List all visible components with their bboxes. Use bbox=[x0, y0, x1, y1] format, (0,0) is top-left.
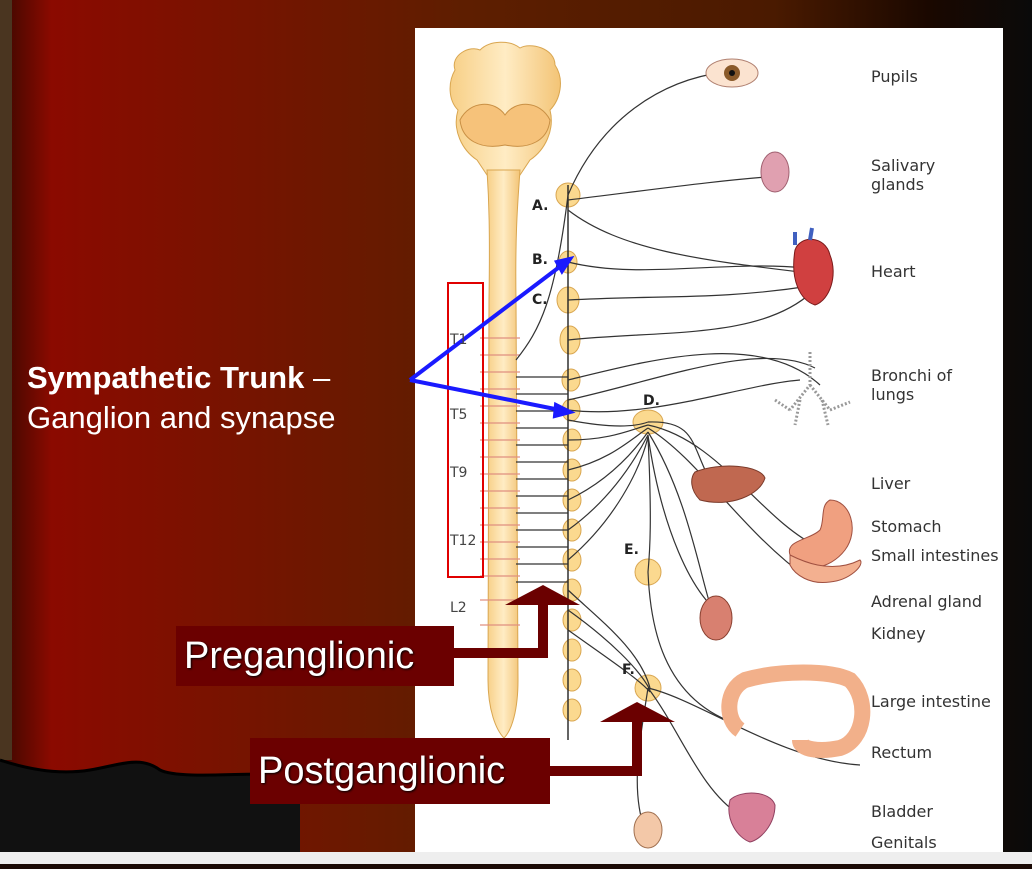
organ-label-liver: Liver bbox=[871, 474, 911, 493]
trunk-title-bold: Sympathetic Trunk bbox=[27, 360, 305, 395]
organ-label-bronchi: Bronchi of lungs bbox=[871, 366, 953, 404]
small-intestine bbox=[789, 554, 862, 584]
ganglion-label-a: A. bbox=[532, 198, 549, 214]
segment-label-t5: T5 bbox=[450, 407, 468, 423]
large-intestine bbox=[721, 664, 871, 758]
organ-label-genitals: Genitals bbox=[871, 833, 937, 852]
organ-label-salivary: Salivary glands bbox=[871, 156, 936, 194]
organ-label-large-intestine: Large intestine bbox=[871, 692, 991, 711]
segment-label-t1: T1 bbox=[450, 332, 468, 348]
brain-stem bbox=[449, 41, 561, 176]
stomach bbox=[788, 499, 853, 569]
sympathetic-chain bbox=[555, 182, 664, 740]
organ-illustrations bbox=[633, 58, 871, 849]
organ-label-pupils: Pupils bbox=[871, 67, 918, 86]
organ-label-adrenal: Adrenal gland bbox=[871, 592, 983, 611]
bottom-bar bbox=[0, 852, 1032, 864]
organ-label-bladder: Bladder bbox=[871, 802, 933, 821]
postganglionic-callout: Postganglionic bbox=[250, 738, 550, 804]
sympathetic-trunk-title: Sympathetic Trunk – Ganglion and synapse bbox=[27, 358, 336, 438]
ganglion-label-f: F. bbox=[622, 662, 635, 678]
liver bbox=[691, 465, 766, 503]
genitals bbox=[633, 811, 663, 849]
preganglionic-callout: Preganglionic bbox=[176, 626, 454, 686]
bladder bbox=[728, 792, 776, 843]
heart bbox=[793, 227, 834, 306]
blue-arrows bbox=[408, 255, 576, 419]
organ-label-rectum: Rectum bbox=[871, 743, 933, 762]
kidney bbox=[699, 595, 733, 641]
ganglion-label-e: E. bbox=[624, 542, 639, 558]
segment-highlight-box bbox=[447, 282, 484, 578]
salivary-gland bbox=[760, 151, 790, 193]
ganglion-label-d: D. bbox=[643, 393, 660, 409]
segment-label-t12: T12 bbox=[450, 533, 477, 549]
trunk-title-dash: – bbox=[304, 360, 331, 395]
organ-label-small-intestines: Small intestines bbox=[871, 546, 999, 565]
preganglionic-arrow bbox=[440, 585, 580, 658]
trunk-subtitle: Ganglion and synapse bbox=[27, 400, 336, 435]
bronchi bbox=[774, 352, 851, 426]
organ-label-kidney: Kidney bbox=[871, 624, 926, 643]
postganglionic-arrow bbox=[530, 702, 675, 776]
spinal-cord bbox=[480, 169, 521, 739]
organ-label-stomach: Stomach bbox=[871, 517, 942, 536]
nerve-fibers bbox=[515, 71, 861, 831]
segment-label-l2: L2 bbox=[450, 600, 467, 616]
ganglion-label-c: C. bbox=[532, 292, 548, 308]
eye bbox=[705, 58, 759, 88]
ganglion-label-b: B. bbox=[532, 252, 548, 268]
organ-label-heart: Heart bbox=[871, 262, 916, 281]
segment-label-t9: T9 bbox=[450, 465, 468, 481]
